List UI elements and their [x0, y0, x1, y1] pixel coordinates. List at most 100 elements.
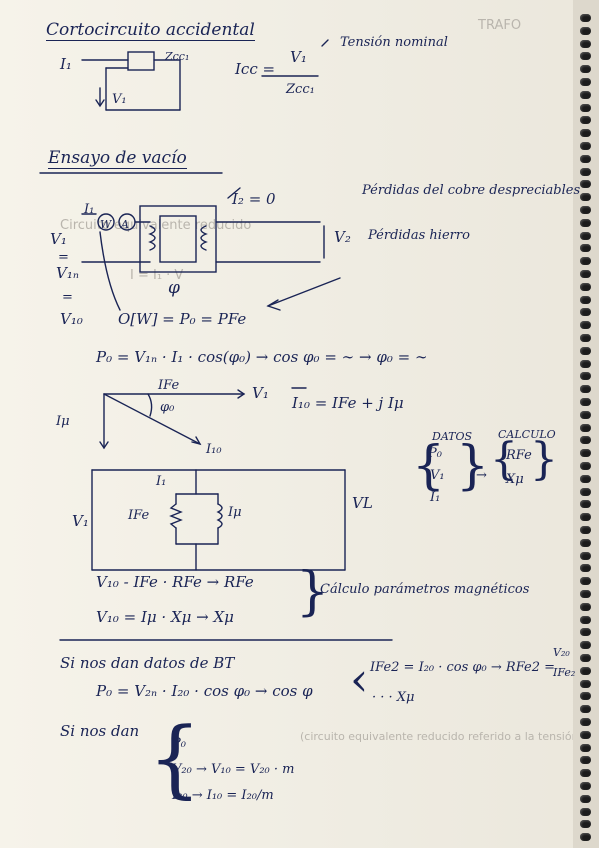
given-item: P₀: [172, 736, 186, 751]
spiral-hole: [580, 590, 591, 598]
spiral-hole: [580, 449, 591, 458]
spiral-hole: [580, 692, 591, 701]
spiral-hole: [580, 231, 591, 240]
brace-calculo: {: [490, 434, 518, 485]
spiral-hole: [580, 423, 591, 432]
spiral-hole: [580, 167, 591, 176]
circuit2-imu: Iμ: [228, 505, 242, 520]
spiral-hole: [580, 679, 591, 688]
spiral-hole: [580, 39, 591, 48]
phasor-diagram: [99, 387, 307, 450]
phasor-ife: IFe: [158, 378, 180, 393]
spiral-hole: [580, 116, 591, 125]
circuit2-ife: IFe: [128, 508, 150, 523]
spiral-hole: [580, 78, 591, 86]
spiral-hole: [580, 577, 591, 586]
datos-item: I₁: [430, 490, 441, 505]
spiral-hole: [580, 820, 591, 829]
brace-given: {: [148, 709, 202, 807]
spiral-hole: [580, 756, 591, 765]
spiral-hole: [580, 193, 591, 202]
phasor-phi0: φ₀: [160, 400, 175, 415]
spiral-hole: [580, 474, 591, 483]
section-title-ensayo-vacio: Ensayo de vacío: [48, 148, 187, 169]
label-v10: V₁₀: [60, 310, 83, 328]
spiral-hole: [580, 654, 591, 662]
spiral-hole: [580, 641, 591, 650]
spiral-hole: [580, 666, 591, 675]
eq-current-i10: I₁₀ = IFe + j Iμ: [292, 394, 404, 412]
calculo-item: RFe: [506, 448, 532, 463]
spiral-hole: [580, 180, 591, 189]
eq-ife2: IFe2 = I₂₀ · cos φ₀ → RFe2 =: [370, 660, 555, 675]
spiral-hole: [580, 142, 591, 150]
label-i1-vacio: I₁: [84, 202, 95, 217]
note-tension-nominal: Tensión nominal: [340, 35, 448, 50]
label-i1: I₁: [60, 55, 72, 73]
section-title-datos-bt: Si nos dan datos de BT: [60, 654, 235, 672]
spiral-hole: [580, 500, 591, 509]
spiral-hole: [580, 807, 591, 816]
spiral-hole: [580, 385, 591, 394]
spiral-hole: [580, 14, 591, 22]
circuit2-i1: I₁: [156, 474, 167, 489]
spiral-hole: [580, 794, 591, 803]
spiral-hole: [580, 487, 591, 496]
spiral-hole: [580, 295, 591, 304]
spiral-hole: [580, 602, 591, 611]
spiral-hole: [580, 730, 591, 739]
spiral-hole: [580, 372, 591, 381]
spiral-hole: [580, 769, 591, 778]
eq-sign-1: =: [58, 250, 69, 265]
spiral-hole: [580, 52, 591, 61]
phasor-v1: V₁: [252, 384, 269, 402]
flux-phi: φ: [168, 278, 180, 298]
spiral-hole: [580, 206, 591, 214]
formula-icc-lhs: Icc =: [235, 60, 276, 78]
label-v1-vacio: V₁: [50, 230, 67, 248]
spiral-binding: [573, 0, 599, 848]
note-perdidas-hierro: Pérdidas hierro: [368, 228, 470, 243]
brace-calculo-close: }: [530, 434, 558, 485]
label-si-nos-dan: Si nos dan: [60, 722, 140, 740]
label-v1n: V₁ₙ: [56, 264, 79, 282]
spiral-hole: [580, 705, 591, 714]
spiral-hole: [580, 513, 591, 522]
datos-title: DATOS: [432, 430, 473, 443]
note-perdidas-cobre: Pérdidas del cobre despreciables: [362, 183, 581, 198]
spiral-hole: [580, 628, 591, 637]
eq-xmu: V₁₀ = Iμ · Xμ → Xμ: [96, 608, 234, 626]
eq-watt-reading: O[W] = P₀ = PFe: [118, 310, 247, 328]
spiral-hole: [580, 103, 591, 112]
ghost-text: (circuito equivalente reducido referido …: [300, 730, 599, 743]
spiral-hole: [580, 26, 591, 35]
brace-equations: }: [296, 562, 330, 622]
datos-item: V₁: [430, 468, 445, 483]
eq-sign-2: =: [62, 290, 73, 305]
spiral-hole: [580, 526, 591, 534]
spiral-hole: [580, 90, 591, 99]
spiral-hole: [580, 551, 591, 560]
spiral-hole: [580, 282, 591, 291]
wattmeter-symbol: W: [100, 218, 112, 231]
label-v2: V₂: [334, 228, 351, 246]
frac-v20: V₂₀: [553, 646, 570, 659]
label-v1: V₁: [112, 92, 127, 107]
spiral-hole: [580, 65, 591, 74]
eq-xmu-bt: · · · Xμ: [372, 690, 415, 705]
frac-ife2: IFe₂: [553, 666, 576, 679]
spiral-hole: [580, 129, 591, 138]
spiral-hole: [580, 308, 591, 317]
phasor-imu: Iμ: [56, 414, 70, 429]
circuit2-v1: V₁: [72, 512, 89, 530]
spiral-hole: [580, 436, 591, 445]
ghost-text: TRAFO: [478, 18, 522, 33]
spiral-hole: [580, 615, 591, 624]
formula-icc-num: V₁: [290, 48, 307, 66]
circuit2-vl: VL: [352, 494, 373, 512]
section-title-cortocircuito: Cortocircuito accidental: [46, 20, 255, 41]
spiral-hole: [580, 346, 591, 355]
spiral-hole: [580, 743, 591, 752]
